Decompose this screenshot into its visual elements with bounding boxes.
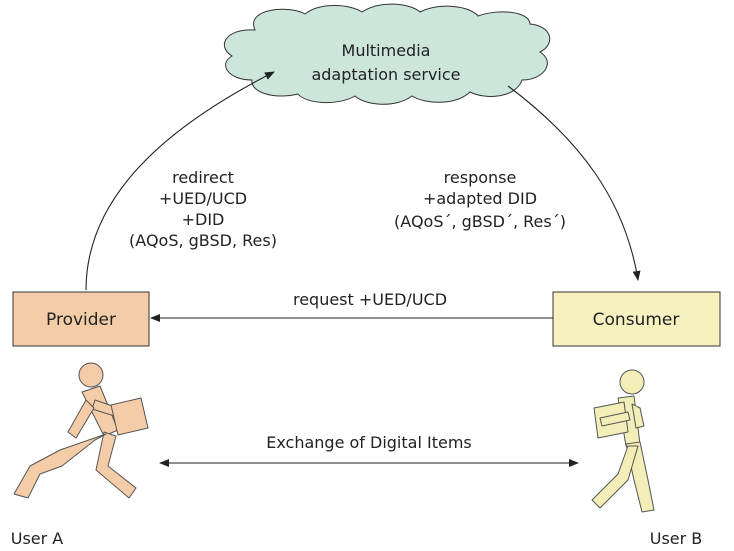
- response-label-line2: +adapted DID: [423, 189, 537, 208]
- redirect-label-line3: +DID: [182, 210, 225, 229]
- provider-box-shape: [12, 291, 150, 347]
- redirect-arrow: [85, 71, 275, 291]
- exchange-label: Exchange of Digital Items: [266, 433, 472, 452]
- user-a-figure: User A: [11, 362, 149, 548]
- consumer-box: Consumer: [552, 291, 721, 347]
- redirect-label-line1: redirect: [172, 168, 234, 187]
- cloud-label-line2: adaptation service: [311, 65, 460, 84]
- consumer-box-shape: [552, 291, 721, 347]
- request-label: request +UED/UCD: [293, 290, 447, 309]
- response-label-line3: (AQoS´, gBSD´, Res´): [394, 212, 566, 231]
- redirect-label-line4: (AQoS, gBSD, Res): [129, 231, 277, 250]
- adaptation-service-cloud: Multimedia adaptation service: [223, 3, 551, 105]
- user-b-figure: User B: [591, 369, 703, 548]
- user-b-label: User B: [650, 529, 703, 548]
- consumer-label: Consumer: [593, 310, 680, 330]
- cloud-shape: [223, 3, 551, 105]
- user-a-label: User A: [11, 529, 64, 548]
- provider-box: Provider: [12, 291, 150, 347]
- redirect-label-line2: +UED/UCD: [159, 189, 247, 208]
- provider-label: Provider: [46, 310, 116, 330]
- cloud-label-line1: Multimedia: [342, 41, 431, 60]
- redirect-label: redirect +UED/UCD +DID (AQoS, gBSD, Res): [129, 168, 277, 250]
- user-a-icon: [13, 362, 149, 499]
- response-arrow: [507, 85, 641, 281]
- response-label: response +adapted DID (AQoS´, gBSD´, Res…: [394, 168, 566, 231]
- response-label-line1: response: [444, 168, 517, 187]
- user-b-icon: [591, 369, 655, 513]
